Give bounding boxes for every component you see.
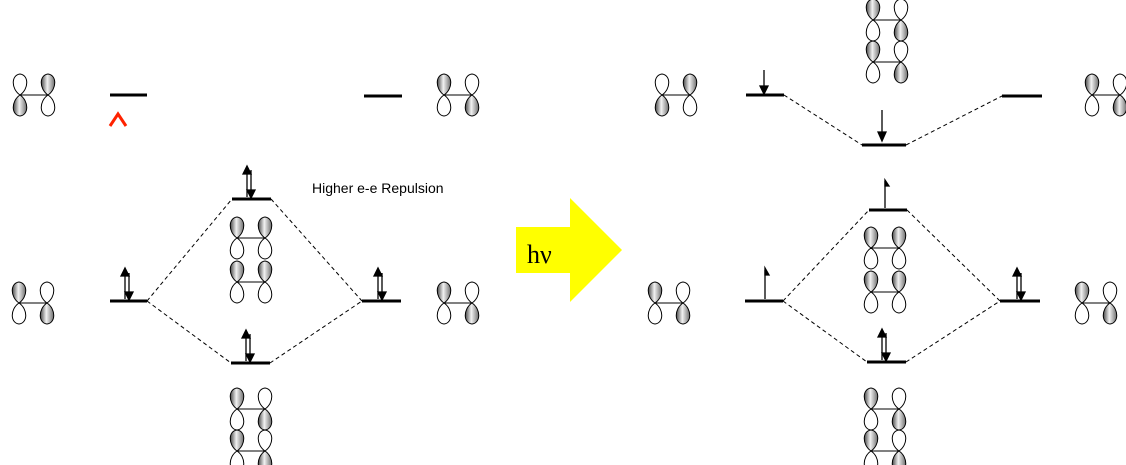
p-orbital-pair-top-left-excited	[655, 74, 697, 116]
p-orbital-pair-top-right	[437, 74, 479, 116]
correlation-lines	[146, 198, 363, 364]
excitation-arrow: hν	[516, 198, 622, 302]
excited-state-diagram	[648, 0, 1126, 465]
mo-orbital-picture-upper-excited	[864, 227, 906, 313]
mo-orbital-picture-top-excited	[866, 0, 908, 83]
p-orbital-pair-left-excited	[648, 282, 690, 324]
repulsion-annotation: Higher e-e Repulsion	[312, 180, 444, 196]
p-orbital-pair-right-excited	[1075, 282, 1117, 324]
p-orbital-pair-top-right-excited	[1085, 74, 1126, 116]
p-orbital-pair-left	[12, 282, 54, 324]
correlation-lines-excited	[782, 94, 1003, 363]
mo-orbital-picture-upper	[230, 217, 272, 303]
electron-arrows-excited	[758, 70, 1027, 363]
p-orbital-pair-right	[437, 282, 479, 324]
p-orbital-pair-top-left	[13, 74, 55, 116]
excitation-label: hν	[527, 240, 552, 269]
mo-orbital-picture-lower	[230, 388, 272, 465]
ground-state-diagram	[12, 74, 479, 465]
mo-orbital-picture-lower-excited	[864, 388, 906, 465]
caret-marker	[108, 111, 128, 127]
electron-arrows-left	[119, 164, 388, 364]
